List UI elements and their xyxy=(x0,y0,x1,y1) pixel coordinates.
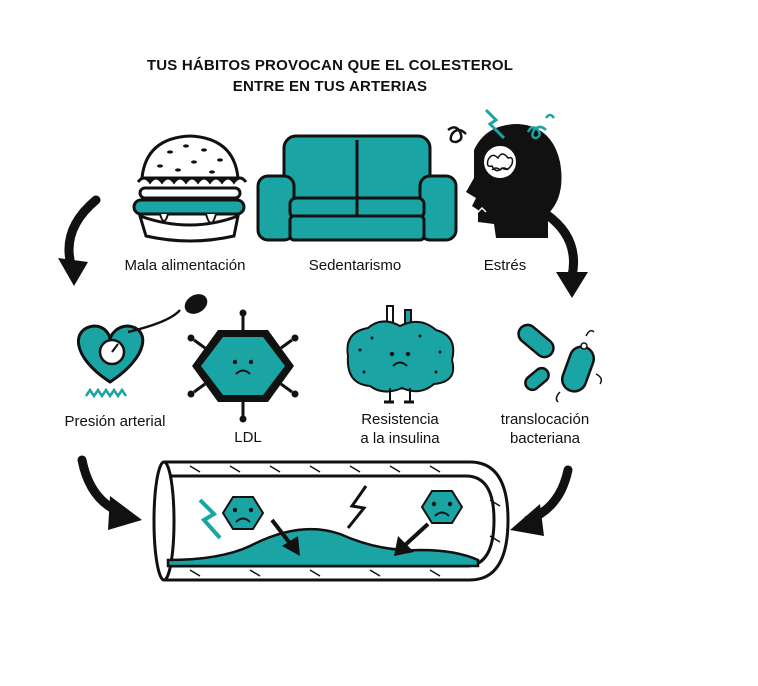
ldl-particle-icon xyxy=(187,309,299,423)
artery-plaque-icon xyxy=(152,460,510,582)
heart-pressure-gauge-icon xyxy=(77,294,208,399)
label-translocacion-line-2: bacteriana xyxy=(509,430,581,447)
burger-icon xyxy=(132,134,248,243)
label-mala-alimentacion: Mala alimentación xyxy=(124,257,246,274)
label-sedentarismo: Sedentarismo xyxy=(308,257,402,274)
pancreas-icon xyxy=(346,305,455,404)
label-presion-arterial: Presión arterial xyxy=(64,413,166,430)
arrow-bottom-right xyxy=(510,465,573,536)
title-line-2: ENTRE EN TUS ARTERIAS xyxy=(232,78,428,95)
title-line-1: TUS HÁBITOS PROVOCAN QUE EL COLESTEROL xyxy=(146,57,514,74)
label-estres: Estrés xyxy=(483,257,527,274)
arrow-top-right xyxy=(541,209,588,298)
label-resistencia-line-1: Resistencia xyxy=(361,411,439,428)
sofa-icon xyxy=(256,134,458,242)
arrow-bottom-left xyxy=(77,455,142,530)
bacteria-icon xyxy=(517,323,603,403)
arrow-top-left xyxy=(58,195,101,286)
label-resistencia-line-2: a la insulina xyxy=(360,430,440,447)
label-translocacion-line-1: translocación xyxy=(500,411,590,428)
label-ldl: LDL xyxy=(234,429,262,446)
stressed-head-icon xyxy=(447,108,562,238)
